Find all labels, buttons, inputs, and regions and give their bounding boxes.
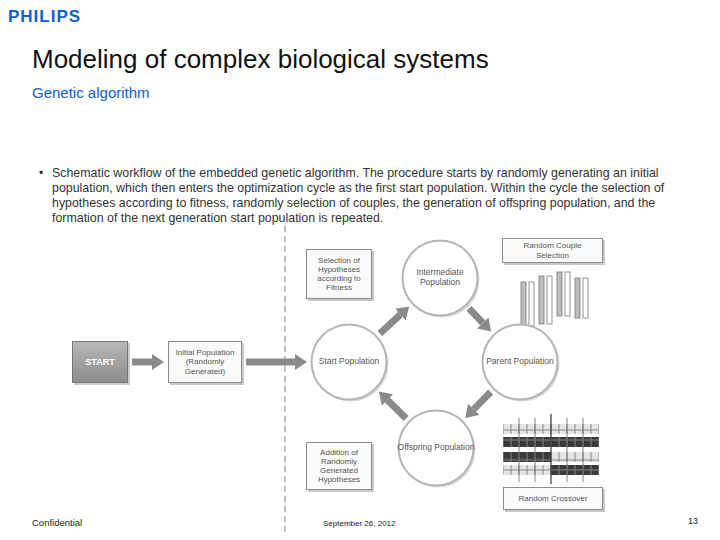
start-box: START [72,341,128,383]
node-text-group: Start Population [319,357,379,367]
chromosome-bar [575,278,580,318]
flow-arrow [469,308,483,322]
crossover-line [519,418,520,482]
node-label: Intermediate Population [401,268,479,288]
subtitle: Genetic algorithm [32,84,432,101]
chromosome-bar [539,276,544,324]
process-box: Initial Population (Randomly Generated) [168,341,242,383]
bullet-text: Schematic workflow of the embedded genet… [52,166,700,226]
node-text-group: Random Couple Selection [521,241,584,259]
flow-arrow [246,359,295,366]
gene-row [503,452,551,462]
node-label: Parent Population [486,357,554,367]
chromosome-bar [529,282,534,326]
population-circle: Start Population [310,323,388,401]
gene-row [503,465,551,475]
node-text-group: Addition of Randomly Generated Hypothese… [310,448,368,485]
node-label: Addition of Randomly Generated Hypothese… [310,448,368,485]
node-label: Random Couple Selection [521,241,584,259]
node-text-group: Offspring Population [398,443,475,453]
node-label: Random Crossover [519,494,588,503]
chromosome-bar [547,276,552,324]
node-text-group: START [85,357,114,367]
node-label: START [85,357,114,367]
crossover-line [535,418,536,482]
footer-text: Confidential [32,517,152,528]
chromosome-bar [521,282,526,326]
circle-shape [483,325,558,400]
flow-arrow [474,392,491,409]
crossover-grid [503,414,599,484]
population-circle: Parent Population [481,323,559,401]
chromosome-bar [583,278,588,318]
annotation-box: Addition of Randomly Generated Hypothese… [306,442,372,490]
node-label: Offspring Population [398,443,475,453]
circle-shape [399,411,474,486]
page-number: 13 [688,516,718,526]
population-circle: Intermediate Population [401,239,479,317]
node-text-group: Parent Population [486,357,554,367]
chromosome-bar [557,272,562,316]
crossover-line [583,418,584,482]
gene-row [551,465,599,475]
logo-text: PHILIPS [8,7,128,27]
node-text-group: Selection of Hypotheses according to Fit… [310,256,368,293]
flow-arrow [132,359,152,366]
annotation-box: Selection of Hypotheses according to Fit… [306,249,372,299]
node-label: Start Population [319,357,379,367]
annotation-box: Random Crossover [503,487,603,510]
node-label: Selection of Hypotheses according to Fit… [310,256,368,293]
node-text-group: Initial Population (Randomly Generated) [172,348,238,376]
node-label: Initial Population (Randomly Generated) [172,348,238,376]
node-text-group: Random Crossover [519,494,588,503]
divider-line [284,226,285,536]
circle-shape [312,325,387,400]
crossover-line [550,414,551,484]
footer-date: September 26, 2012 [323,519,463,528]
population-circle: Offspring Population [397,409,475,487]
annotation-box: Random Couple Selection [502,238,603,263]
flow-arrow [387,400,406,419]
node-text-group: Intermediate Population [401,268,479,288]
chromosome-bar [565,272,570,316]
crossover-line [567,418,568,482]
slide-title: Modeling of complex biological systems [32,44,692,75]
flow-arrow [380,315,400,334]
gene-row [551,452,599,462]
chromosome-bars [521,272,588,326]
bullet-symbol: • [39,166,49,180]
